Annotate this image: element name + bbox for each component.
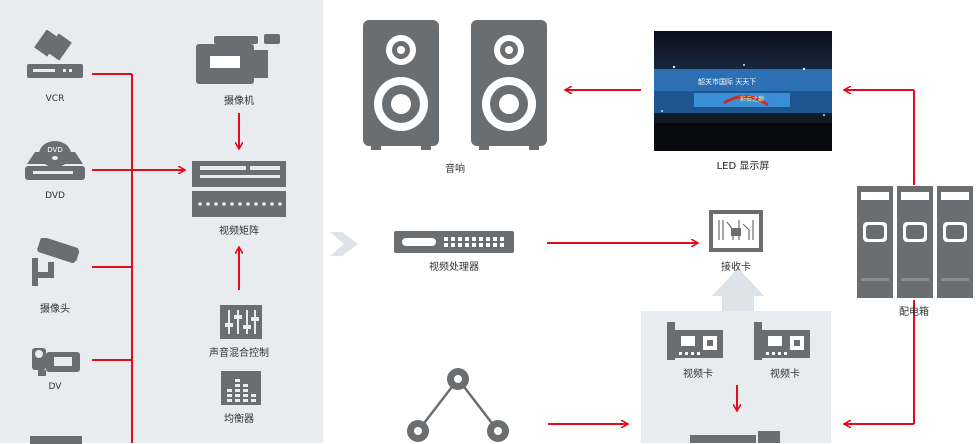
receiver-card-icon — [709, 210, 763, 252]
cctv-camera-icon — [28, 238, 84, 290]
audio-mixer-label: 声音混合控制 — [194, 344, 284, 359]
dvd-label: DVD — [35, 191, 75, 201]
dvd-icon: DVD — [23, 138, 87, 184]
camcorder-icon — [194, 34, 282, 88]
equalizer-label: 均衡器 — [204, 410, 274, 425]
matrix-icon — [190, 161, 288, 219]
led-screen-subtext: 彩云之巅 — [740, 94, 764, 103]
video-matrix-label: 视频矩阵 — [204, 222, 274, 237]
svg-text:DVD: DVD — [47, 146, 62, 154]
video-card-icon — [667, 322, 727, 362]
receiver-card-label: 接收卡 — [706, 258, 766, 273]
cctv-label: 摄像头 — [30, 300, 80, 315]
processor-icon — [394, 231, 514, 253]
speakers-label: 音响 — [425, 160, 485, 175]
camcorder-label: 摄像机 — [209, 92, 269, 107]
network-icon — [403, 367, 513, 443]
speaker-icon — [471, 20, 547, 150]
led-screen-label: LED 显示屏 — [703, 157, 783, 172]
led-screen-text: 韶关市国际 天天下 — [698, 77, 756, 87]
video-card-label: 视频卡 — [757, 365, 813, 380]
mixer-icon — [220, 305, 262, 339]
dv-camera-icon — [30, 344, 82, 384]
video-card-icon — [754, 322, 814, 362]
equalizer-icon — [221, 371, 261, 405]
pc-partial-icon — [690, 431, 782, 443]
vcr-label: VCR — [35, 94, 75, 104]
distribution-box-icon — [857, 186, 975, 298]
video-card-label: 视频卡 — [670, 365, 726, 380]
speaker-icon — [363, 20, 439, 150]
vcr-icon — [25, 30, 85, 86]
dv-label: DV — [35, 382, 75, 392]
distribution-box-label: 配电箱 — [884, 303, 944, 318]
led-screen-icon: 韶关市国际 天天下 彩云之巅 — [654, 31, 832, 151]
video-processor-label: 视频处理器 — [414, 258, 494, 273]
